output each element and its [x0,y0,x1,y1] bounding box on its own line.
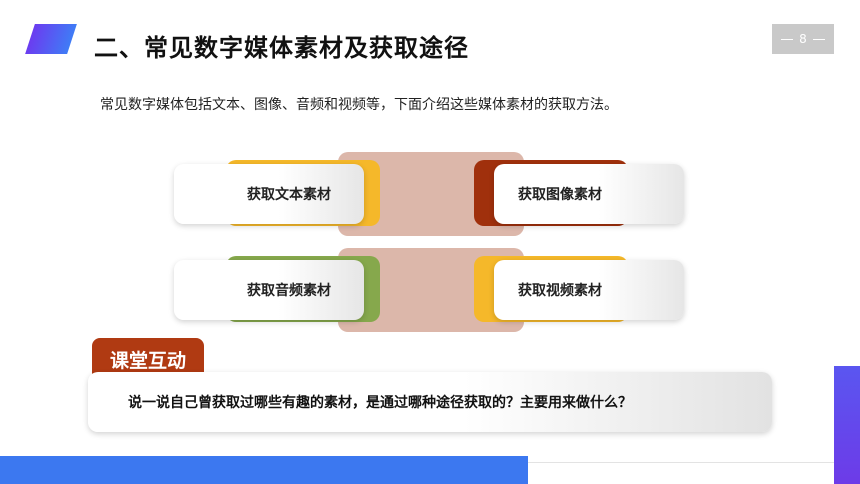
page-number-box: 8 [772,24,834,54]
bottom-divider [528,462,860,463]
discussion-question: 说一说自己曾获取过哪些有趣的素材，是通过哪种途径获取的？主要用来做什么？ [88,372,772,432]
page-number: 8 [799,32,807,46]
card-text-material[interactable]: 获取文本素材 [174,164,364,224]
dash-right [812,38,825,40]
intro-text: 常见数字媒体包括文本、图像、音频和视频等，下面介绍这些媒体素材的获取方法。 [100,97,618,113]
right-accent-stripe [834,366,860,484]
question-text: 说一说自己曾获取过哪些有趣的素材，是通过哪种途径获取的？主要用来做什么？ [128,395,632,411]
card-text-label: 获取文本素材 [247,187,331,203]
page-title: 二、常见数字媒体素材及获取途径 [94,34,469,62]
classroom-interaction-badge: 课堂互动 [92,338,204,378]
card-image-label: 获取图像素材 [518,187,602,203]
title-accent-shape [25,24,77,54]
dash-left [781,38,794,40]
bottom-accent-bar [0,456,528,484]
card-video-label: 获取视频素材 [518,283,602,299]
card-audio-material[interactable]: 获取音频素材 [174,260,364,320]
card-image-material[interactable]: 获取图像素材 [494,164,684,224]
card-audio-label: 获取音频素材 [247,283,331,299]
card-video-material[interactable]: 获取视频素材 [494,260,684,320]
